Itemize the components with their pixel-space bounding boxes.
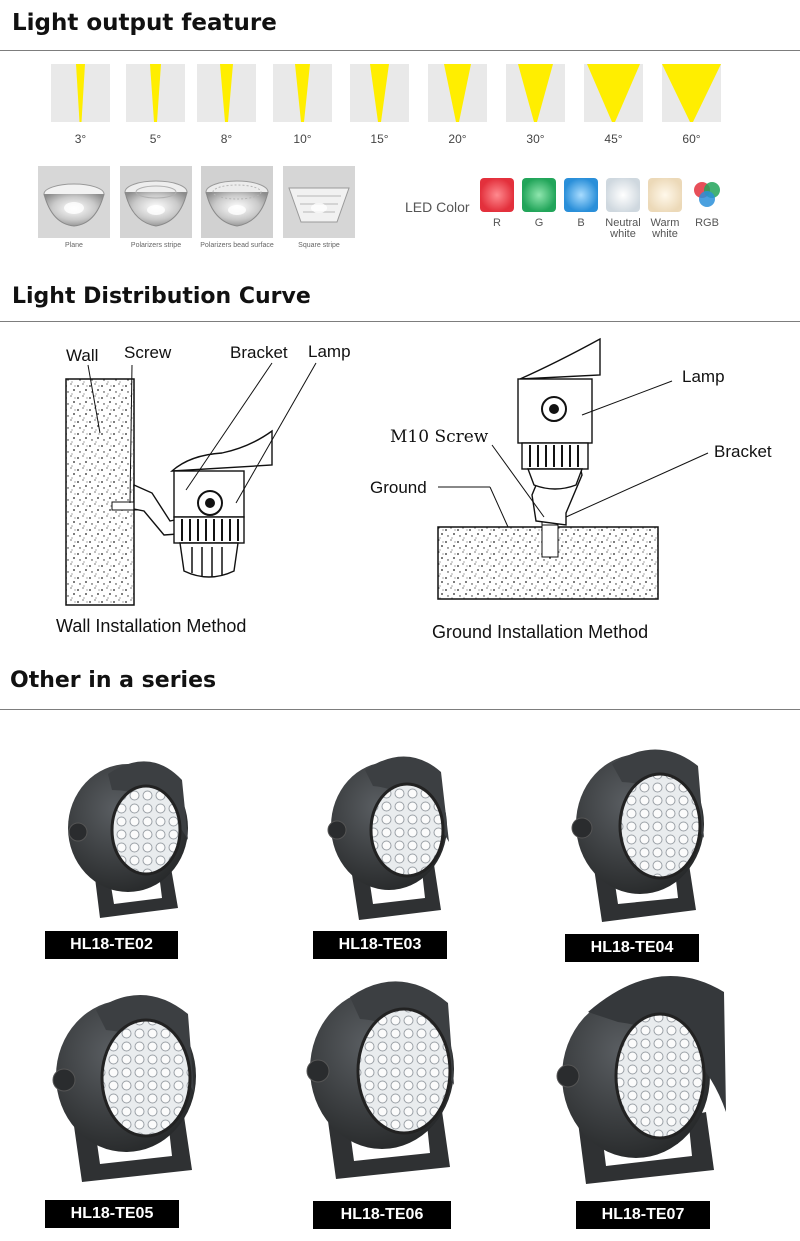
beam-tile: 5° (126, 64, 185, 146)
beam-tile: 10° (273, 64, 332, 146)
wall-bracket-label: Bracket (230, 343, 288, 362)
beam-angle-label: 20° (448, 132, 467, 146)
section-title-light-output: Light output feature (12, 10, 277, 36)
lens-label: Polarizers stripe (130, 242, 182, 249)
beam-tile: 45° (584, 64, 643, 146)
wall-installation-caption: Wall Installation Method (56, 616, 247, 636)
lens-image (120, 166, 192, 238)
led-swatch-green (522, 178, 556, 212)
beam-angle-label: 8° (220, 132, 233, 146)
model-label-te02: HL18-TE02 (45, 931, 178, 959)
lens-label: Polarizers bead surface (200, 242, 274, 249)
beam-tile: 20° (428, 64, 487, 146)
led-swatch-neutral-white (606, 178, 640, 212)
model-label-te07: HL18-TE07 (576, 1201, 710, 1229)
model-label-te05: HL18-TE05 (45, 1200, 179, 1228)
beam-angle-label: 3° (74, 132, 87, 146)
lens-polarizers-stripe: Polarizers stripe (120, 166, 192, 250)
product-image-te04 (571, 749, 704, 922)
lens-polarizers-bead-surface: Polarizers bead surface (200, 166, 274, 250)
product-image-te06 (306, 981, 454, 1179)
led-color-name: Neutral white (605, 217, 641, 240)
beam-tile: 8° (197, 64, 256, 146)
led-swatch-warm-white (648, 178, 682, 212)
ground-label: Ground (370, 478, 427, 497)
lens-square-stripe: Square stripe (283, 166, 355, 250)
ground-installation-diagram (437, 337, 709, 600)
product-image-te05 (52, 994, 196, 1182)
wall-installation-diagram (65, 362, 317, 606)
section-divider (0, 709, 800, 710)
led-color-name: R (493, 217, 501, 229)
ground-lamp-label: Lamp (682, 367, 725, 386)
beam-angle-label: 60° (682, 132, 701, 146)
model-label-te04: HL18-TE04 (565, 934, 699, 962)
lens-label: Plane (65, 242, 83, 249)
section-divider (0, 50, 800, 51)
product-image-te07 (556, 976, 726, 1184)
led-color-name: RGB (695, 217, 719, 229)
product-image-te02 (68, 761, 188, 918)
lens-plane: Plane (38, 166, 110, 250)
ground-installation-caption: Ground Installation Method (432, 622, 649, 642)
beam-angle-label: 15° (370, 132, 389, 146)
beam-tile: 15° (350, 64, 409, 146)
wall-label: Wall (66, 346, 99, 365)
ground-bracket-label: Bracket (714, 442, 772, 461)
led-swatch-blue (564, 178, 598, 212)
wall-lamp-label: Lamp (308, 342, 351, 361)
ground-screw-label: M10 Screw (390, 427, 489, 447)
beam-angle-label: 10° (293, 132, 312, 146)
led-swatch-red (480, 178, 514, 212)
beam-angle-label: 30° (526, 132, 545, 146)
led-color-label: LED Color (405, 199, 470, 215)
beam-tile: 30° (506, 64, 565, 146)
lens-image (201, 166, 273, 238)
lens-image (283, 166, 355, 238)
section-divider (0, 321, 800, 322)
led-color-name: B (577, 217, 585, 229)
wall-screw-label: Screw (124, 343, 172, 362)
led-color-name: Warm white (650, 217, 680, 240)
led-swatch-rgb (694, 182, 720, 207)
beam-tile: 3° (51, 64, 110, 146)
lens-image (38, 166, 110, 238)
led-color-name: G (534, 217, 544, 229)
beam-angle-label: 5° (149, 132, 162, 146)
beam-tile: 60° (662, 64, 721, 146)
section-title-series: Other in a series (10, 668, 217, 693)
model-label-te06: HL18-TE06 (313, 1201, 451, 1229)
beam-angle-label: 45° (604, 132, 623, 146)
section-title-distribution: Light Distribution Curve (12, 284, 311, 309)
lens-label: Square stripe (298, 242, 340, 249)
model-label-te03: HL18-TE03 (313, 931, 447, 959)
product-image-te03 (327, 756, 449, 920)
